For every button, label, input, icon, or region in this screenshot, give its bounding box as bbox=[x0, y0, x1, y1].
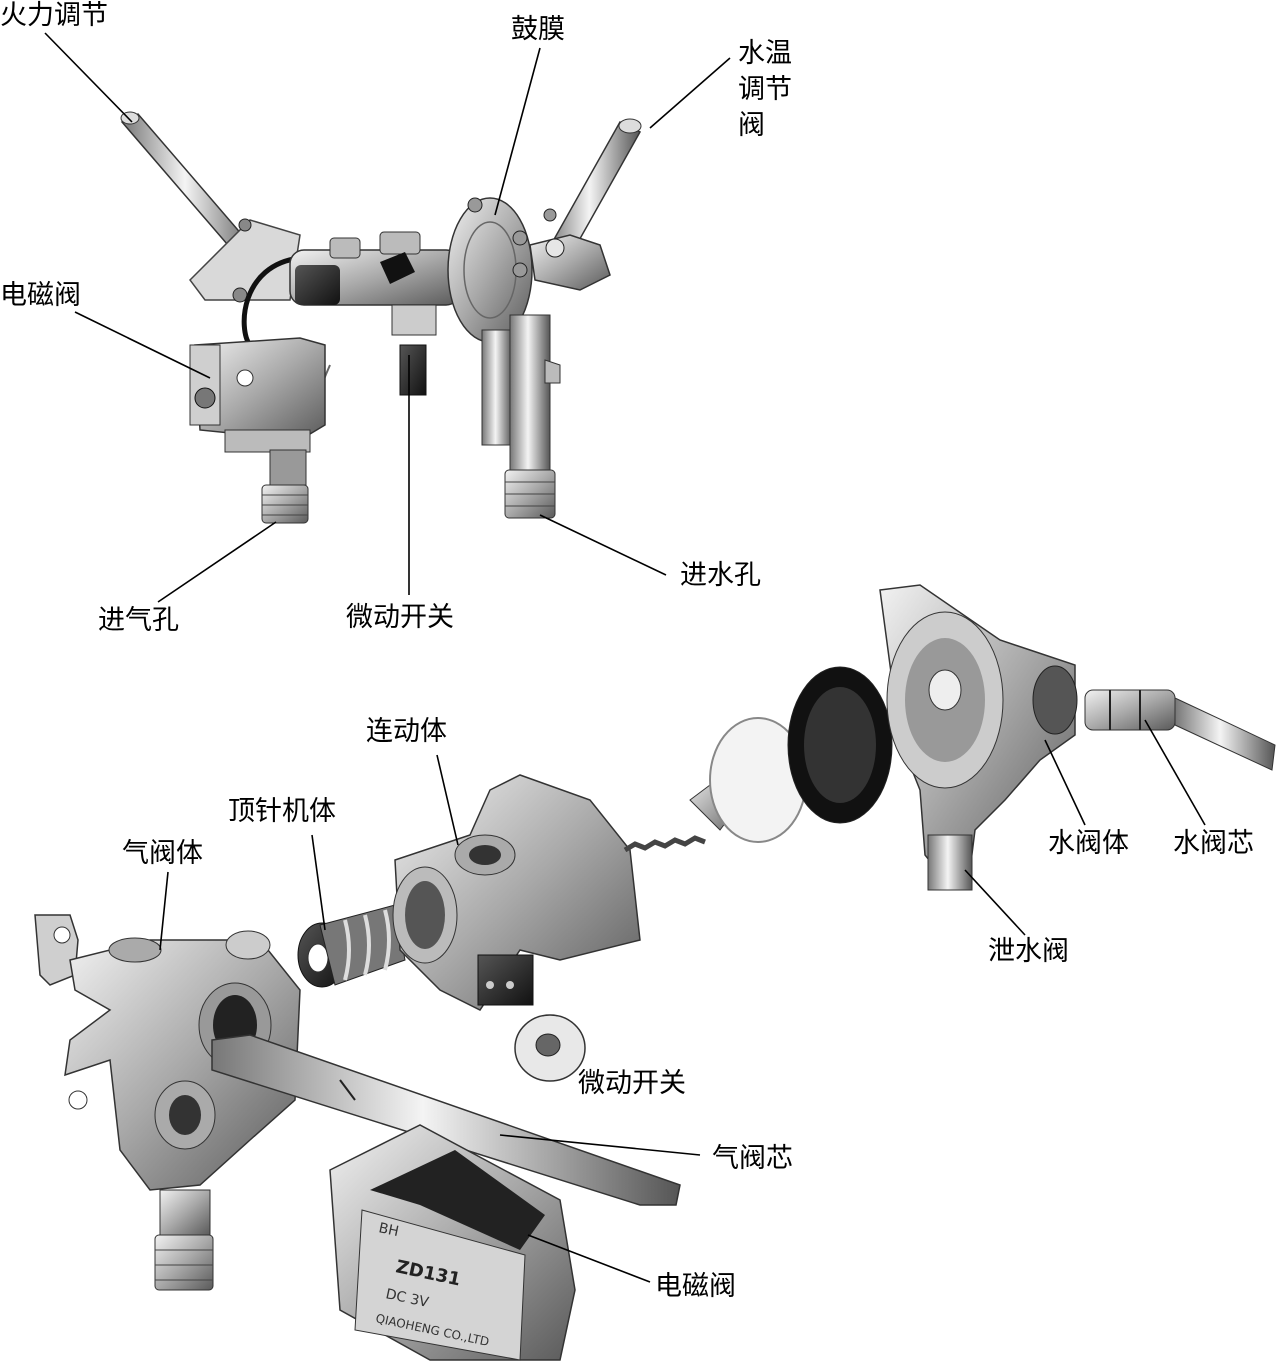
solenoid-top bbox=[189, 337, 326, 453]
label-water-temp-valve: 水温 调节 阀 bbox=[738, 36, 798, 144]
leader-water-valve-core bbox=[1144, 719, 1206, 826]
coil-brand-mark: BH bbox=[377, 1220, 400, 1240]
micro-switch-bottom-part bbox=[514, 1014, 586, 1082]
label-fire-adjust: 火力调节 bbox=[0, 0, 108, 31]
water-valve-body-part bbox=[879, 584, 1078, 891]
leader-linkage-body bbox=[436, 754, 459, 846]
label-ejector-body: 顶针机体 bbox=[228, 796, 336, 827]
label-micro-switch-bottom: 微动开关 bbox=[578, 1068, 686, 1099]
gas-valve-body-part bbox=[34, 914, 301, 1291]
leader-water-valve-body bbox=[1044, 739, 1086, 826]
leader-drain-valve bbox=[964, 869, 1026, 936]
label-micro-switch-top: 微动开关 bbox=[346, 602, 454, 633]
leader-lines bbox=[44, 32, 1206, 1283]
label-linkage-body: 连动体 bbox=[366, 716, 447, 747]
label-solenoid-bottom: 电磁阀 bbox=[655, 1271, 736, 1302]
linkage-body-part bbox=[392, 774, 641, 1011]
water-inlet-pipe bbox=[481, 314, 561, 519]
diaphragm-part bbox=[787, 666, 893, 824]
label-solenoid-top: 电磁阀 bbox=[0, 280, 81, 311]
label-gas-valve-body: 气阀体 bbox=[122, 838, 203, 869]
leader-gas-valve-body bbox=[159, 871, 169, 951]
micro-switch-top bbox=[391, 304, 437, 396]
leader-gas-valve-core bbox=[499, 1134, 701, 1156]
gas-valve-core-part bbox=[211, 1034, 681, 1206]
leader-ejector-body bbox=[311, 834, 326, 931]
label-water-valve-body: 水阀体 bbox=[1048, 828, 1129, 859]
exploded-valve-photo: BH ZD131 DC 3V QIAOHENG CO.,LTD bbox=[34, 584, 1276, 1361]
gas-inlet-pipe bbox=[261, 449, 309, 524]
leader-gas-inlet bbox=[157, 521, 277, 603]
leader-water-temp bbox=[649, 57, 731, 129]
label-drain-valve: 泄水阀 bbox=[988, 936, 1069, 967]
assembled-valve-photo bbox=[120, 111, 642, 524]
leader-fire-adjust bbox=[44, 32, 133, 123]
label-water-temp-line3: 阀 bbox=[738, 110, 765, 141]
leader-solenoid-top bbox=[74, 311, 211, 379]
label-water-temp-line2: 调节 bbox=[738, 74, 792, 105]
label-water-valve-core: 水阀芯 bbox=[1173, 828, 1254, 859]
label-gas-inlet: 进气孔 bbox=[98, 605, 179, 636]
leader-solenoid-bottom bbox=[527, 1234, 651, 1283]
leader-diaphragm bbox=[494, 47, 541, 216]
label-gas-valve-core: 气阀芯 bbox=[712, 1143, 793, 1174]
solenoid-bottom-part: BH ZD131 DC 3V QIAOHENG CO.,LTD bbox=[329, 1124, 576, 1361]
ejector-body-part bbox=[297, 904, 406, 988]
label-water-inlet: 进水孔 bbox=[680, 560, 761, 591]
leader-water-inlet bbox=[539, 514, 667, 576]
water-valve-core-part bbox=[1084, 689, 1276, 771]
label-water-temp-line1: 水温 bbox=[738, 38, 792, 69]
label-diaphragm: 鼓膜 bbox=[511, 14, 565, 45]
